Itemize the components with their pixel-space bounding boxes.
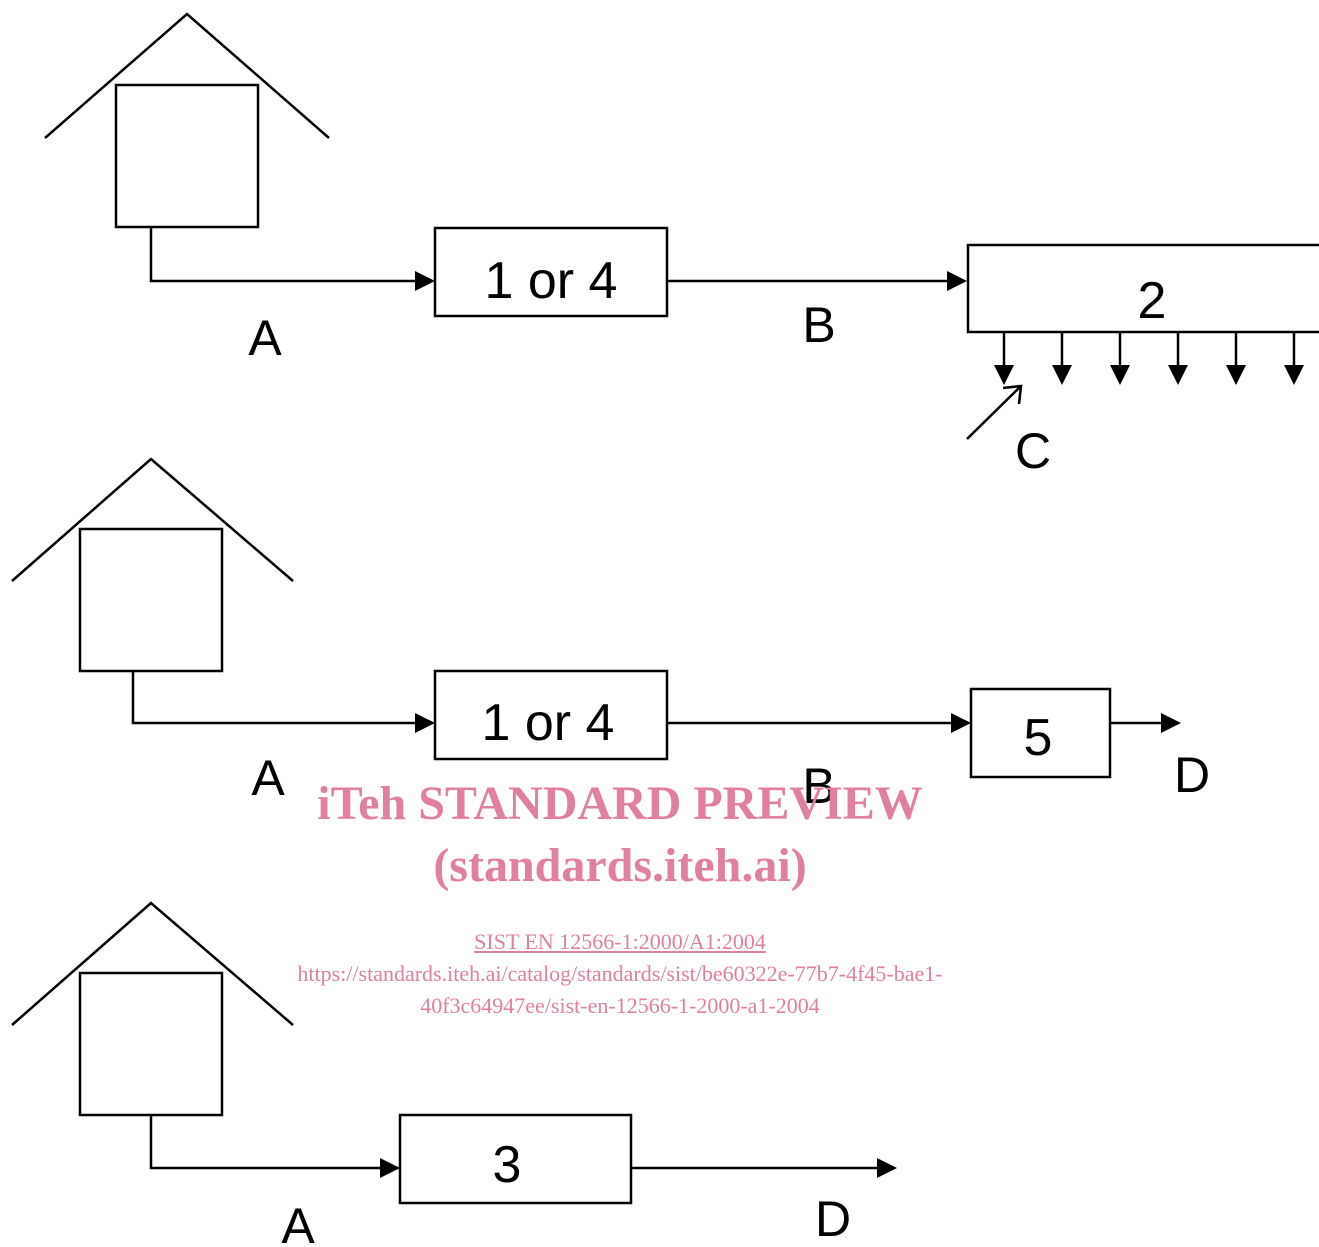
flow-d-label: D	[815, 1191, 851, 1247]
flow-a-arrowhead	[380, 1158, 400, 1178]
process-box	[433, 226, 669, 318]
pointer-arrow	[966, 384, 1023, 440]
flow-b-arrowhead	[951, 713, 971, 733]
flow-b-arrowhead	[947, 271, 967, 291]
house-body	[114, 83, 260, 229]
flow-c-label: C	[1015, 423, 1051, 479]
secondary-box	[969, 687, 1112, 779]
process-box-label: 1 or 4	[482, 694, 615, 752]
flow-a-arrowhead	[415, 713, 435, 733]
flow-a-label: A	[251, 750, 285, 806]
house-body	[78, 971, 224, 1117]
flow-a-arrowhead	[415, 271, 435, 291]
flow-a-line	[149, 227, 418, 283]
house-roof	[11, 901, 294, 1026]
flow-a-line	[149, 1115, 383, 1170]
house-body	[78, 527, 224, 673]
flow-a-line	[131, 671, 418, 725]
flow-a-label: A	[281, 1198, 315, 1247]
flow-b-label: B	[802, 758, 835, 814]
watermark-url-line1: https://standards.iteh.ai/catalog/standa…	[297, 961, 943, 986]
secondary-box-label: 5	[1024, 709, 1053, 767]
watermark-subtitle: (standards.iteh.ai)	[433, 839, 807, 892]
flow-a-label: A	[248, 310, 282, 366]
row-2: 1 or 4 5 A B D	[11, 457, 1210, 814]
house-roof	[44, 12, 330, 139]
process-box	[433, 669, 669, 761]
infiltration-box	[966, 243, 1319, 334]
watermark-url-line2: 40f3c64947ee/sist-en-12566-1-2000-a1-200…	[420, 993, 820, 1018]
infiltration-arrows	[994, 332, 1304, 385]
infiltration-box-label: 2	[1138, 272, 1167, 330]
house-roof	[11, 457, 294, 582]
flow-d-arrowhead	[877, 1158, 897, 1178]
flow-d-arrowhead	[1161, 713, 1181, 733]
process-box-label: 3	[493, 1136, 522, 1194]
flow-b-label: B	[802, 297, 835, 353]
flow-d-label: D	[1174, 747, 1210, 803]
watermark-title: iTeh STANDARD PREVIEW	[317, 777, 923, 830]
process-box-label: 1 or 4	[485, 252, 618, 310]
watermark-doc-link[interactable]: SIST EN 12566-1:2000/A1:2004	[474, 929, 766, 954]
row-3: 3 A D	[11, 901, 897, 1247]
row-1: 1 or 4 2 A B C	[44, 12, 1319, 479]
process-box	[398, 1113, 633, 1205]
